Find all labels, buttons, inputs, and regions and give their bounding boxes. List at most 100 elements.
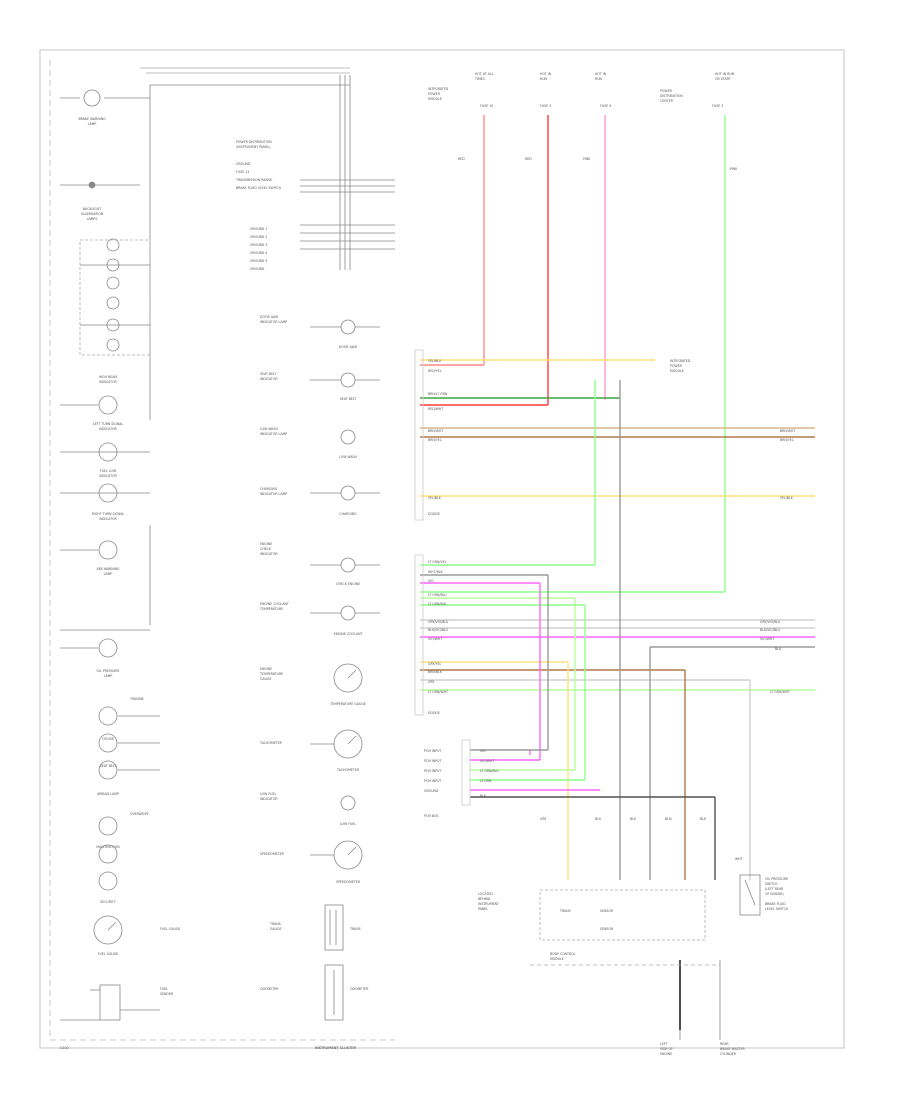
svg-text:DOOR AJAR: DOOR AJAR [339,345,358,349]
svg-text:CENTER: CENTER [660,99,674,103]
svg-text:ENGINE: ENGINE [260,542,272,546]
svg-text:TEMPERATURE: TEMPERATURE [259,607,283,611]
svg-text:G100: G100 [60,1046,69,1050]
left-column-labels: BRAKE WARNING LAMP BACKLIGHT ILLUMINATIO… [60,117,180,1050]
svg-text:TIMES: TIMES [474,77,485,81]
svg-text:INDICATOR: INDICATOR [99,474,117,478]
svg-text:LT GRN/WHT: LT GRN/WHT [770,690,790,694]
svg-text:BRAKE MASTER: BRAKE MASTER [720,1047,745,1051]
svg-text:PINK: PINK [583,157,591,161]
svg-text:OF ENGINE): OF ENGINE) [765,892,784,896]
svg-text:FUEL LOW: FUEL LOW [100,469,117,473]
svg-text:VIO/WHT: VIO/WHT [428,637,442,641]
svg-text:INDICATOR: INDICATOR [99,380,117,384]
svg-text:TRANS.: TRANS. [269,922,282,926]
svg-text:CHECK: CHECK [260,547,272,551]
svg-text:TRANSMISSION RANGE: TRANSMISSION RANGE [235,178,272,182]
middle-column-components [300,75,395,1021]
svg-text:REAR: REAR [720,1042,729,1046]
svg-text:YEL/BLU: YEL/BLU [428,359,442,363]
svg-text:TRANSM.: TRANSM. [129,697,144,701]
svg-text:PANEL: PANEL [478,907,488,911]
svg-text:BRAKE FLUID: BRAKE FLUID [765,902,786,906]
svg-text:INSTRUMENT: INSTRUMENT [478,902,499,906]
svg-text:LAMP: LAMP [104,572,113,576]
svg-text:SENSOR: SENSOR [600,927,614,931]
svg-text:LT GRN/BLU: LT GRN/BLU [480,769,499,773]
svg-text:BACKLIGHT: BACKLIGHT [83,207,101,211]
svg-text:BRN/YEL: BRN/YEL [780,438,794,442]
svg-text:PINK: PINK [730,167,738,171]
svg-text:POWER: POWER [428,92,441,96]
svg-text:LT GRN/VIO: LT GRN/VIO [428,560,447,564]
svg-text:INDICATOR: INDICATOR [260,797,278,801]
svg-text:INDICATOR: INDICATOR [99,427,117,431]
svg-text:VIO: VIO [428,579,434,583]
right-labels: INTEGRATED POWER MODULE YEL/BLU RED/YEL … [424,359,795,1056]
svg-text:FUSE 10: FUSE 10 [480,104,493,108]
svg-text:SPEEDOMETER: SPEEDOMETER [260,852,285,856]
svg-text:TEMPERATURE: TEMPERATURE [259,672,283,676]
svg-text:TEMPERATURE GAUGE: TEMPERATURE GAUGE [329,702,366,706]
svg-text:(INSTRUMENT PANEL): (INSTRUMENT PANEL) [236,145,271,149]
svg-text:BRAKE WARNING: BRAKE WARNING [78,117,106,121]
svg-text:TRANS: TRANS [559,909,571,913]
svg-text:BLK: BLK [700,817,707,821]
svg-text:SWITCH: SWITCH [765,882,778,886]
svg-text:GRY: GRY [540,817,546,821]
svg-text:MODULE: MODULE [670,369,684,373]
svg-text:POWER: POWER [660,89,673,93]
svg-text:LEVEL SWITCH: LEVEL SWITCH [765,907,789,911]
svg-text:YEL/BLK: YEL/BLK [780,496,794,500]
svg-text:GRY/YEL: GRY/YEL [428,662,441,666]
connector-blocks [414,349,761,1040]
svg-text:SEAT BELT: SEAT BELT [100,764,116,768]
svg-text:BRN/WHT: BRN/WHT [780,429,795,433]
svg-text:CYLINDER: CYLINDER [720,1052,737,1056]
svg-text:YEL/BLK: YEL/BLK [428,496,442,500]
svg-text:MODULE: MODULE [550,957,564,961]
left-column-components [60,67,350,1021]
svg-text:OR START: OR START [715,77,731,81]
svg-text:ODOMETER: ODOMETER [350,987,369,991]
svg-text:INSTRUMENT CLUSTER: INSTRUMENT CLUSTER [315,1046,356,1050]
svg-text:WHT/BLK: WHT/BLK [428,570,444,574]
svg-text:GRY/VIO/BLU: GRY/VIO/BLU [428,620,449,624]
svg-text:RUN: RUN [540,77,548,81]
svg-text:SEAT BELT: SEAT BELT [340,397,356,401]
svg-text:FUSE 13: FUSE 13 [236,170,249,174]
svg-text:BRN/WHT: BRN/WHT [428,429,443,433]
diagram-frame [39,49,845,1049]
svg-text:PCM BUS: PCM BUS [424,814,438,818]
svg-text:BEHIND: BEHIND [478,897,491,901]
svg-text:LEFT: LEFT [660,1042,668,1046]
svg-text:FUEL GAUGE: FUEL GAUGE [98,952,118,956]
svg-text:BRN/LT GRN: BRN/LT GRN [428,392,448,396]
svg-text:INDICATOR: INDICATOR [260,552,278,556]
svg-text:RED/WHT: RED/WHT [428,407,443,411]
svg-text:DODGE: DODGE [428,711,440,715]
svg-text:BLK: BLK [630,817,637,821]
svg-text:INTEGRATED: INTEGRATED [670,359,691,363]
svg-text:OIL PRESSURE: OIL PRESSURE [97,669,120,673]
svg-text:ENGINE COOLANT: ENGINE COOLANT [260,602,289,606]
svg-text:OIL PRESSURE: OIL PRESSURE [765,877,788,881]
svg-text:CRUISE: CRUISE [102,737,114,741]
svg-text:ILLUMINATION: ILLUMINATION [81,212,104,216]
svg-text:PCM INPUT: PCM INPUT [424,769,441,773]
svg-text:INTEGRATED: INTEGRATED [428,87,449,91]
svg-text:GRY/VIO/BLU: GRY/VIO/BLU [760,620,781,624]
svg-text:LT GRN/WHT: LT GRN/WHT [428,690,448,694]
svg-text:GROUND 2: GROUND 2 [250,235,267,239]
svg-text:FUSE 3: FUSE 3 [712,104,723,108]
svg-text:INDICATOR LAMP: INDICATOR LAMP [260,492,287,496]
svg-text:HIGH BEAM: HIGH BEAM [99,375,118,379]
svg-text:BLK/VIO/BLU: BLK/VIO/BLU [760,628,781,632]
svg-text:DISTRIBUTION: DISTRIBUTION [660,94,683,98]
svg-text:GROUND 1: GROUND 1 [250,227,267,231]
svg-text:GROUND 4: GROUND 4 [250,251,267,255]
svg-text:OVERDRIVE: OVERDRIVE [130,812,149,816]
svg-text:INDICATOR: INDICATOR [99,517,117,521]
svg-text:GROUND 3: GROUND 3 [250,243,267,247]
